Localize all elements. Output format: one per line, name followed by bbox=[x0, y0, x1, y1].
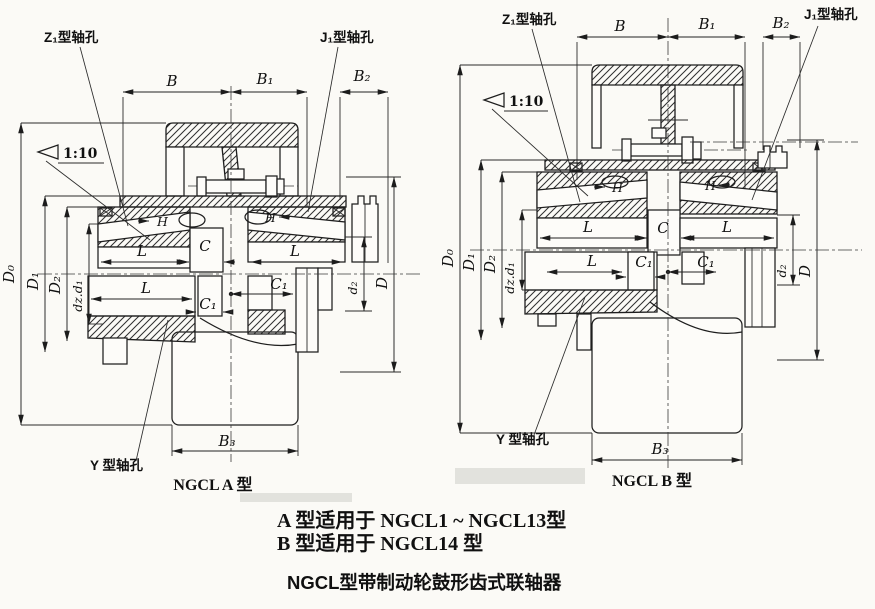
notes-block: A 型适用于 NGCL1 ~ NGCL13型 B 型适用于 NGCL14 型 N… bbox=[277, 509, 566, 593]
dim-label-L-b: L bbox=[586, 252, 597, 270]
dim-label-H-a: H bbox=[264, 210, 277, 225]
callout-j1-label-b: J₁型轴孔 bbox=[804, 6, 858, 22]
bolt-a bbox=[188, 168, 298, 198]
gear-tooth-profile bbox=[708, 175, 736, 189]
dim-label-H-b: H bbox=[704, 178, 717, 193]
dim-label-L-b: L bbox=[582, 218, 593, 236]
dim-label-B1-b: B₁ bbox=[697, 15, 715, 33]
hub-left-b bbox=[536, 171, 648, 219]
taper-symbol-a: 1:10 bbox=[36, 144, 151, 241]
note-type-b: B 型适用于 NGCL14 型 bbox=[277, 532, 483, 555]
callout-z1-label-b: Z₁型轴孔 bbox=[502, 11, 557, 27]
scan-artifact bbox=[240, 493, 352, 502]
hub-right-a bbox=[247, 206, 346, 243]
taper-symbol-b: 1:10 bbox=[482, 92, 589, 197]
callout-j1-label-a: J₁型轴孔 bbox=[320, 29, 374, 45]
dim-label-D2-b: D₂ bbox=[481, 255, 499, 274]
dim-label-D2-a: D₂ bbox=[46, 276, 64, 295]
dim-label-dzd1-b: dz.d₁ bbox=[502, 262, 517, 294]
dim-label-C1-a: C₁ bbox=[270, 275, 288, 293]
dim-label-D1-a: D₁ bbox=[24, 272, 42, 291]
bolt-b bbox=[612, 127, 750, 164]
dim-label-C1-b: C₁ bbox=[697, 253, 715, 271]
dim-label-H-a: H bbox=[156, 214, 169, 229]
dim-label-L-b: L bbox=[721, 218, 732, 236]
gear-tooth-profile bbox=[601, 175, 629, 189]
dim-label-D-a: D bbox=[373, 277, 391, 290]
j-shaft-end-b bbox=[757, 145, 788, 169]
dim-label-D1-b: D₁ bbox=[460, 253, 478, 272]
taper-label-a: 1:10 bbox=[63, 146, 98, 162]
dim-label-L-a: L bbox=[140, 279, 151, 297]
dim-label-L-a: L bbox=[136, 242, 147, 260]
dim-label-B2-a: B₂ bbox=[352, 67, 370, 85]
hub-right-b bbox=[679, 171, 778, 215]
hub-left-a bbox=[97, 206, 191, 248]
view-b-caption: NGCL B 型 bbox=[612, 472, 692, 490]
dim-label-d2-a: d₂ bbox=[345, 281, 360, 294]
callout-y-label-a: Y 型轴孔 bbox=[90, 457, 144, 473]
dim-label-B3-a: B₃ bbox=[217, 432, 235, 450]
gear-tooth-profile bbox=[244, 209, 272, 225]
brake-wheel-b bbox=[591, 64, 744, 149]
callout-z1-label-a: Z₁型轴孔 bbox=[44, 29, 99, 45]
dim-label-C-b: C bbox=[657, 219, 669, 237]
dim-label-C1-a: C₁ bbox=[199, 295, 217, 313]
dim-label-C-a: C bbox=[199, 237, 211, 255]
view-a-drawing: B B₁ B₂ bbox=[0, 29, 420, 494]
diagram-title: NGCL型带制动轮鼓形齿式联轴器 bbox=[287, 572, 562, 593]
note-type-a: A 型适用于 NGCL1 ~ NGCL13型 bbox=[277, 509, 566, 532]
callout-y-label-b: Y 型轴孔 bbox=[496, 431, 550, 447]
dim-label-dzd1-a: dz.d₁ bbox=[70, 280, 85, 312]
dim-label-L-a: L bbox=[289, 242, 300, 260]
flange-a bbox=[119, 195, 347, 208]
scan-artifact bbox=[455, 468, 585, 484]
dim-label-C1-b: C₁ bbox=[635, 253, 653, 271]
dim-label-D0-b: D₀ bbox=[439, 249, 457, 268]
dim-label-D-b: D bbox=[796, 265, 814, 278]
dim-label-B-a: B bbox=[165, 72, 177, 90]
dim-label-B2-b: B₂ bbox=[771, 14, 789, 32]
dim-label-H-b: H bbox=[611, 180, 624, 195]
brake-drum-lower-b bbox=[591, 317, 743, 434]
dim-label-B3-b: B₃ bbox=[650, 440, 668, 458]
view-a-caption: NGCL A 型 bbox=[173, 476, 252, 494]
view-b-drawing: B B₁ B₂ bbox=[439, 6, 862, 490]
dim-label-B1-a: B₁ bbox=[255, 70, 273, 88]
taper-label-b: 1:10 bbox=[509, 94, 544, 110]
dim-label-d2-b: d₂ bbox=[774, 264, 789, 277]
dim-label-D0-a: D₀ bbox=[0, 265, 18, 284]
brake-drum-lower-a bbox=[171, 331, 299, 426]
gear-tooth-profile bbox=[178, 212, 206, 228]
dim-label-B-b: B bbox=[613, 17, 625, 35]
